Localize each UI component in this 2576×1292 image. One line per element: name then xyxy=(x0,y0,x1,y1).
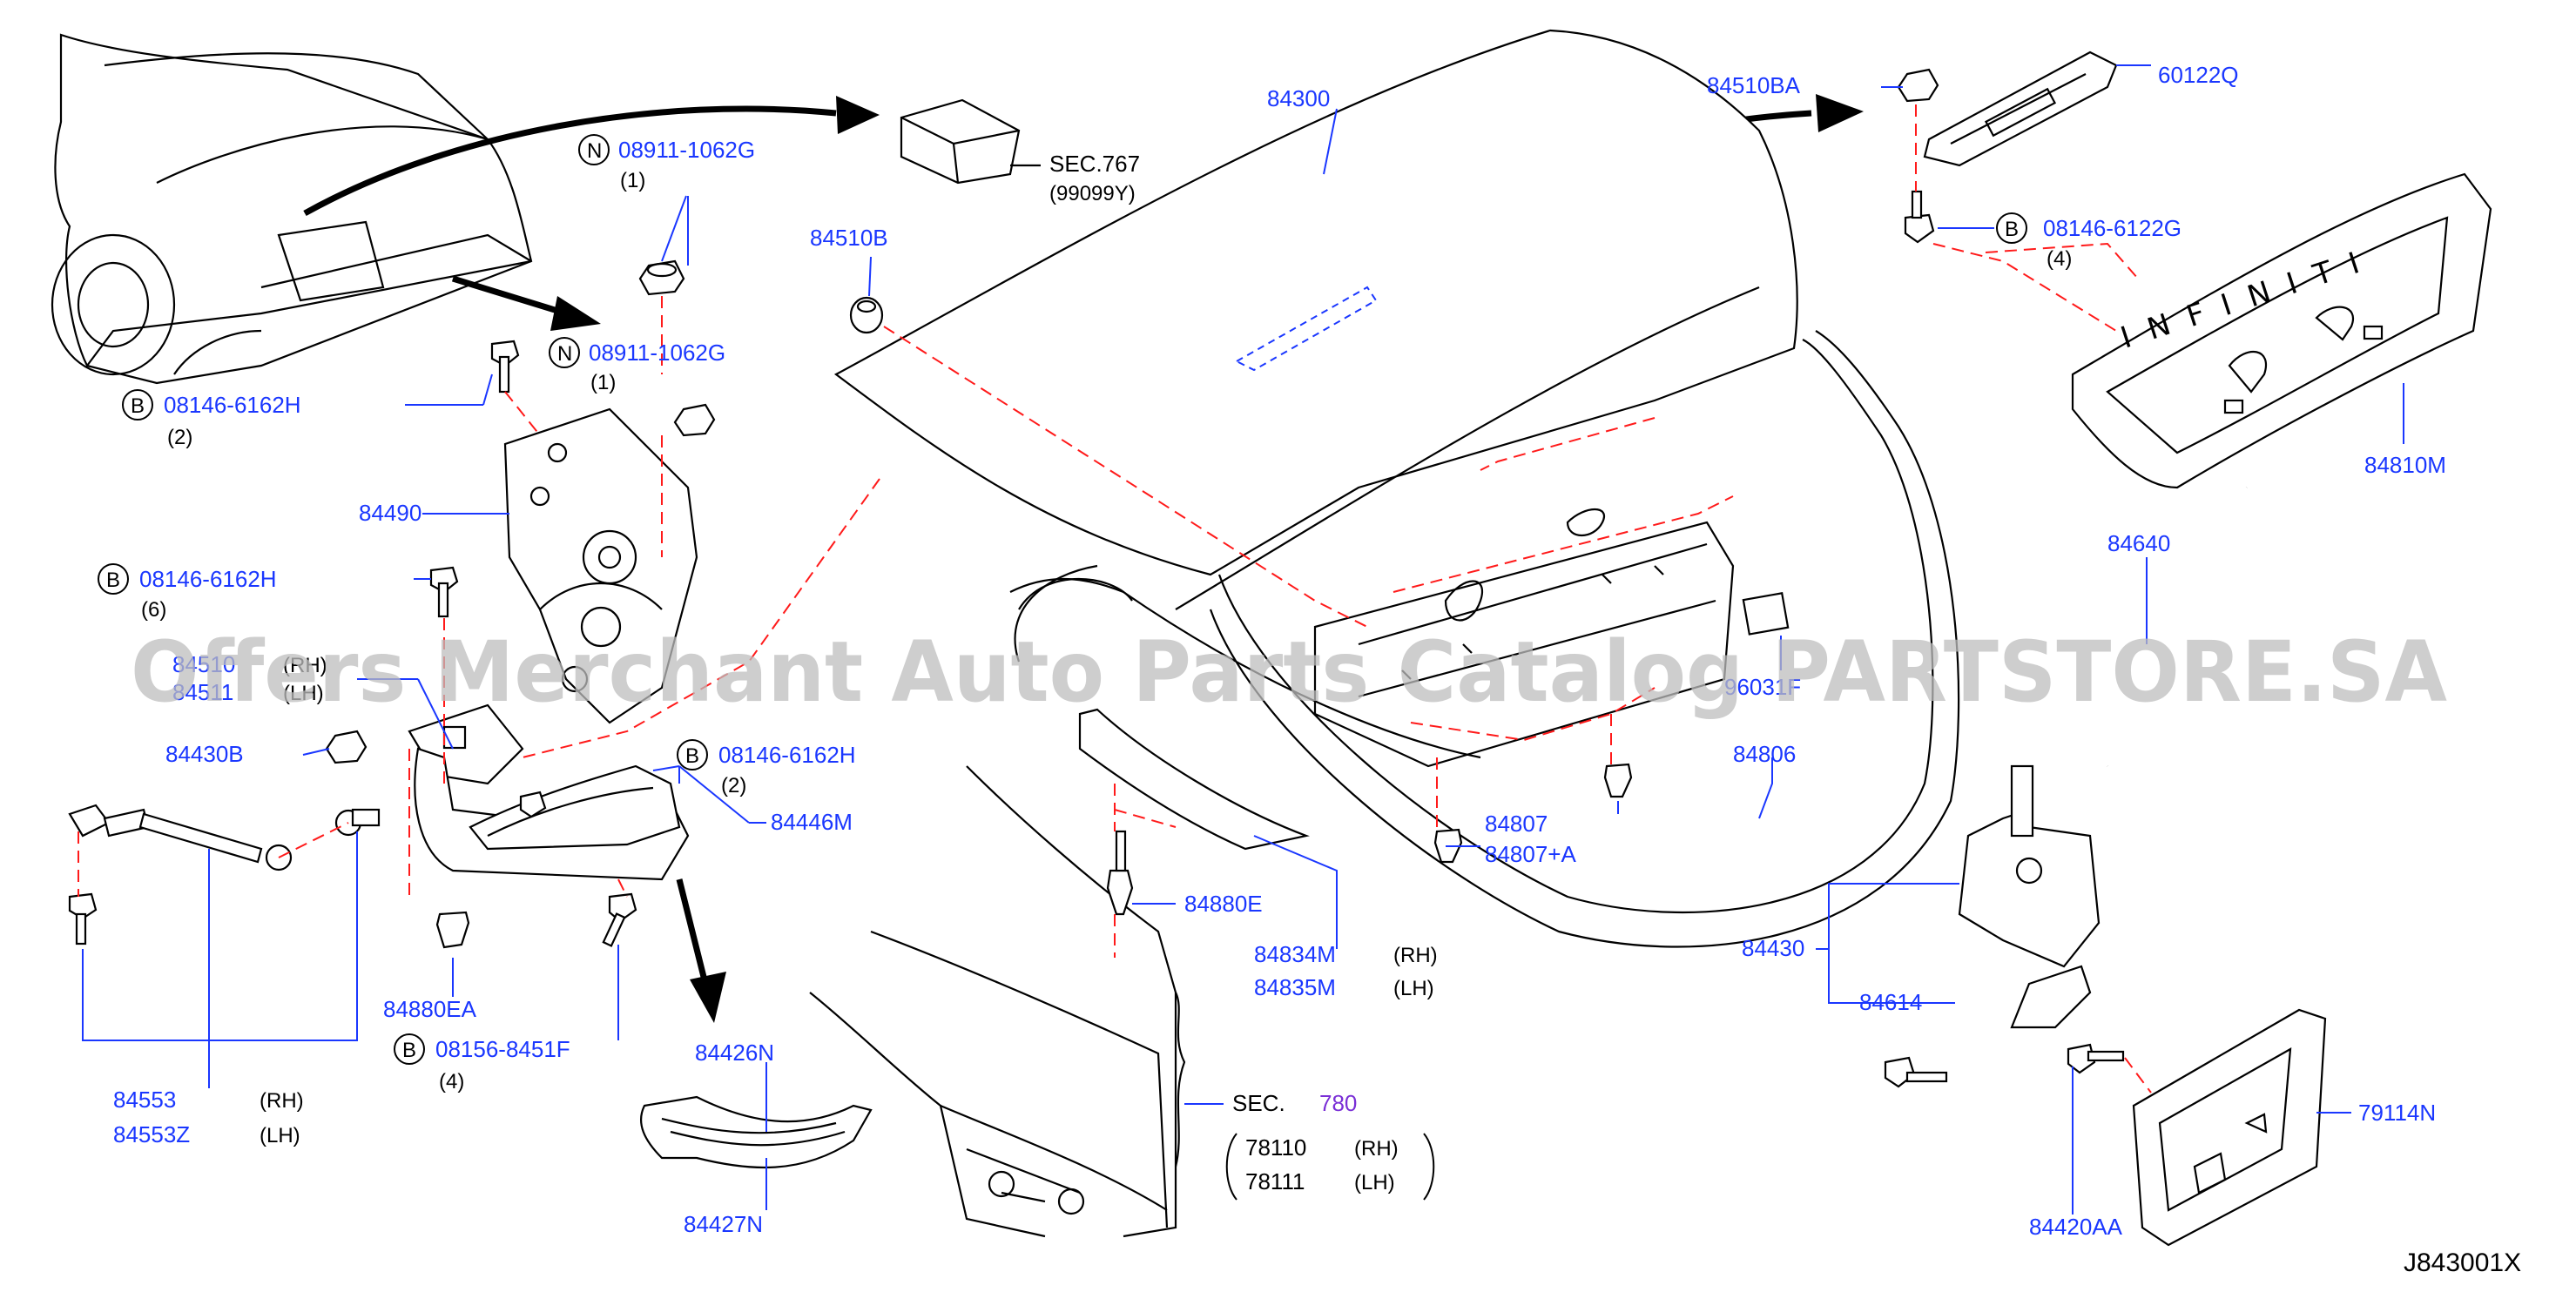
leader-lines xyxy=(82,64,2404,1215)
trim-panel-79114n xyxy=(2132,1008,2327,1247)
marker-n-2: N xyxy=(549,337,580,368)
label-08911-1062g-1[interactable]: 08911-1062G xyxy=(618,137,755,163)
label-84810m[interactable]: 84810M xyxy=(2364,452,2446,478)
label-78110[interactable]: 78110 xyxy=(1245,1134,1306,1161)
sec767-package-illustration xyxy=(900,98,1041,185)
svg-text:N: N xyxy=(557,342,572,366)
qty-08146-6162h-hinge: (2) xyxy=(721,774,746,797)
diagram-code: J843001X xyxy=(2404,1248,2521,1277)
trunk-latch-84430 xyxy=(1958,764,2101,1029)
assembly-dashed-lines xyxy=(78,104,2152,1093)
label-84553[interactable]: 84553 xyxy=(113,1087,176,1113)
trunk-gas-strut-84553 xyxy=(68,804,381,871)
label-84614[interactable]: 84614 xyxy=(1859,989,1922,1015)
label-84510-rh: (RH) xyxy=(283,654,327,677)
hardware-fasteners xyxy=(68,68,2125,1088)
label-84640[interactable]: 84640 xyxy=(2107,530,2170,556)
label-84553z[interactable]: 84553Z xyxy=(113,1121,190,1147)
label-sec767[interactable]: SEC.767 xyxy=(1049,151,1140,177)
label-84510[interactable]: 84510 xyxy=(172,651,235,677)
watermark: Offers Merchant Auto Parts Catalog PARTS… xyxy=(131,623,2447,721)
label-78111-lh: (LH) xyxy=(1354,1171,1395,1194)
part-labels[interactable]: 84300 84510B 84510BA 60122Q SEC.767 (990… xyxy=(113,62,2446,1240)
svg-text:B: B xyxy=(2005,218,2019,241)
label-84427n[interactable]: 84427N xyxy=(684,1211,763,1237)
marker-b-upper-right: B xyxy=(1996,212,2027,244)
qty-08146-6162h-mid: (6) xyxy=(141,598,166,622)
label-sec767-code: (99099Y) xyxy=(1049,182,1136,205)
vehicle-rear-illustration xyxy=(51,33,533,385)
license-lamp-60122q xyxy=(1923,50,2118,167)
label-84880ea[interactable]: 84880EA xyxy=(383,996,477,1022)
label-84807[interactable]: 84807 xyxy=(1485,811,1548,837)
label-79114n[interactable]: 79114N xyxy=(2358,1100,2436,1126)
marker-n-1: N xyxy=(578,134,610,165)
label-84880e[interactable]: 84880E xyxy=(1184,891,1263,917)
label-96031f[interactable]: 96031F xyxy=(1724,674,1801,700)
release-cable-84640-inner xyxy=(2100,486,2251,768)
label-78111[interactable]: 78111 xyxy=(1245,1168,1305,1194)
label-08146-6162h-mid[interactable]: 08146-6162H xyxy=(139,566,277,592)
label-84553z-lh: (LH) xyxy=(260,1124,300,1147)
label-08146-6122g[interactable]: 08146-6122G xyxy=(2043,215,2182,241)
rear-body-panel xyxy=(809,765,1186,1238)
svg-text:B: B xyxy=(685,744,699,768)
hinge-trim-84426n xyxy=(640,1095,873,1169)
label-60122q[interactable]: 60122Q xyxy=(2158,62,2239,88)
trunk-lid-84300 xyxy=(833,29,1960,948)
label-78110-rh: (RH) xyxy=(1354,1137,1399,1161)
svg-text:B: B xyxy=(402,1039,416,1062)
svg-text:N: N xyxy=(587,139,602,163)
label-08146-6162h-hinge[interactable]: 08146-6162H xyxy=(718,742,856,768)
sec780-bracket-right xyxy=(1423,1133,1435,1201)
svg-text:B: B xyxy=(106,569,120,592)
label-sec780-number[interactable]: 780 xyxy=(1319,1090,1357,1116)
label-08146-6162h-top[interactable]: 08146-6162H xyxy=(164,392,301,418)
qty-08146-6122g: (4) xyxy=(2047,247,2072,271)
weatherstrip-84806 xyxy=(1018,577,1133,610)
label-84446m[interactable]: 84446M xyxy=(771,809,853,835)
svg-text:B: B xyxy=(131,394,145,418)
label-84490[interactable]: 84490 xyxy=(359,500,421,526)
label-84553-rh: (RH) xyxy=(260,1089,304,1113)
marker-b-mid: B xyxy=(98,563,129,595)
label-84510b[interactable]: 84510B xyxy=(810,225,888,251)
sec780-bracket-left xyxy=(1225,1133,1237,1201)
qty-08911-1062g-2: (1) xyxy=(590,371,616,394)
label-84510ba[interactable]: 84510BA xyxy=(1707,72,1801,98)
trunk-hinge-assembly xyxy=(408,407,698,881)
cover-strip-84834m xyxy=(1078,708,1310,851)
label-84300[interactable]: 84300 xyxy=(1267,85,1330,111)
qty-08146-6162h-top: (2) xyxy=(167,426,192,449)
marker-b-lower: B xyxy=(394,1033,425,1065)
label-84807a[interactable]: 84807+A xyxy=(1485,841,1576,867)
label-84430[interactable]: 84430 xyxy=(1742,935,1804,961)
label-sec780-prefix[interactable]: SEC. xyxy=(1232,1090,1285,1116)
label-84511[interactable]: 84511 xyxy=(172,679,233,705)
marker-b-hinge: B xyxy=(677,739,708,770)
label-08911-1062g-2[interactable]: 08911-1062G xyxy=(589,340,725,366)
qty-08156-8451f: (4) xyxy=(439,1070,464,1093)
label-84806[interactable]: 84806 xyxy=(1733,741,1796,767)
label-84420aa[interactable]: 84420AA xyxy=(2029,1214,2123,1240)
label-84835m[interactable]: 84835M xyxy=(1254,974,1336,1000)
label-84835m-lh: (LH) xyxy=(1393,977,1434,1000)
label-84430b[interactable]: 84430B xyxy=(165,741,244,767)
label-84511-lh: (LH) xyxy=(283,682,324,705)
label-08156-8451f[interactable]: 08156-8451F xyxy=(435,1036,570,1062)
marker-b-top: B xyxy=(122,389,153,421)
label-84426n[interactable]: 84426N xyxy=(695,1040,774,1066)
label-84834m[interactable]: 84834M xyxy=(1254,941,1336,967)
qty-08911-1062g-1: (1) xyxy=(620,169,645,192)
label-84834m-rh: (RH) xyxy=(1393,944,1438,967)
